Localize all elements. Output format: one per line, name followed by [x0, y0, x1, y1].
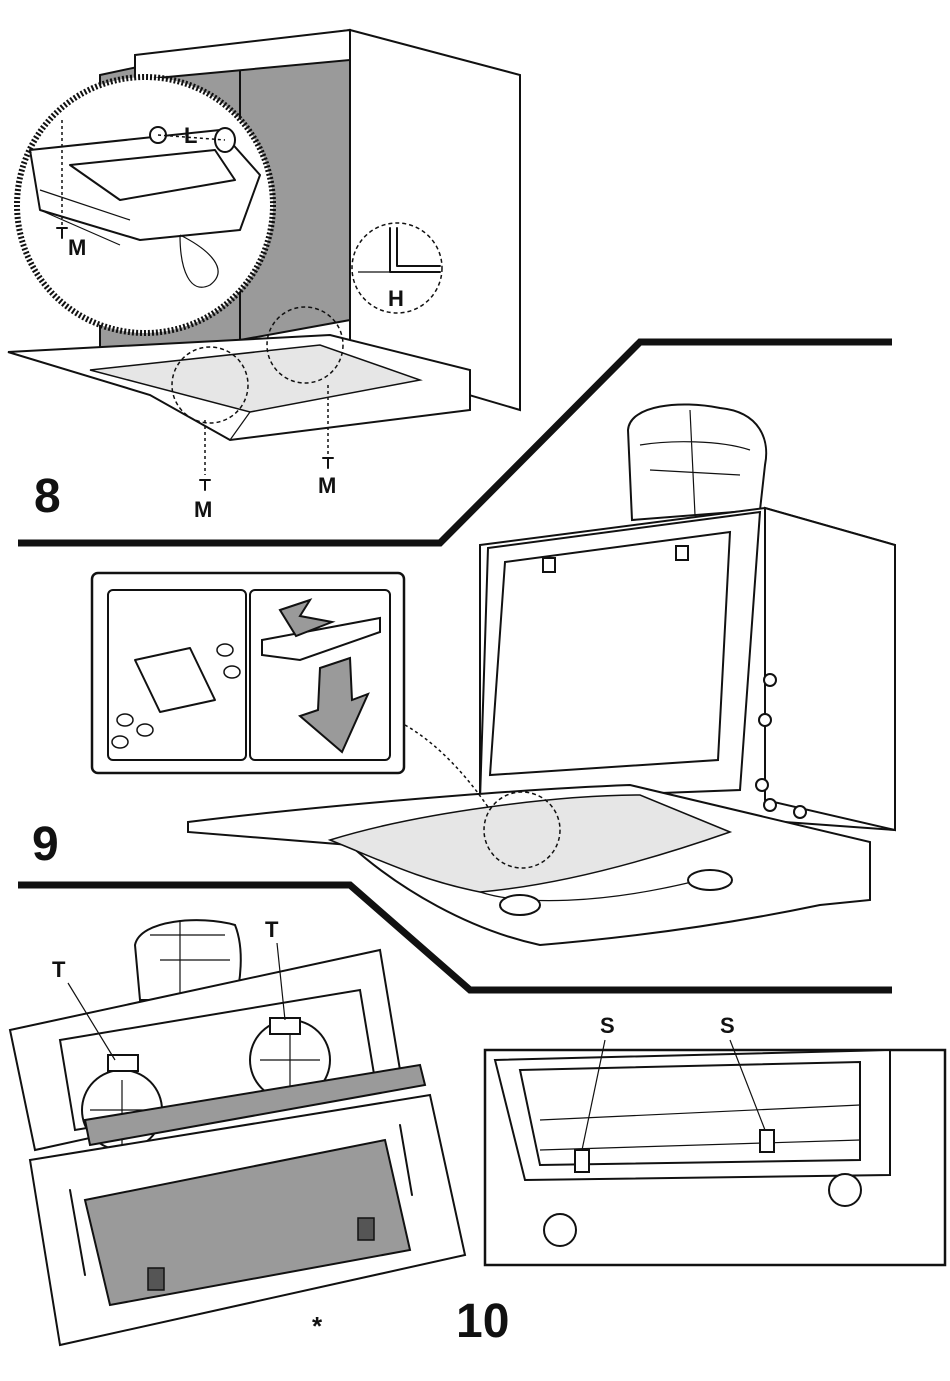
label-H: H [388, 286, 404, 311]
step-number-9: 9 [32, 818, 59, 871]
label-T-left: T [52, 957, 66, 982]
label-M-right: M [318, 473, 336, 498]
label-S-right: S [720, 1013, 735, 1038]
label-asterisk: * [312, 1311, 323, 1341]
step-number-8: 8 [34, 470, 61, 523]
label-L: L [184, 123, 197, 148]
label-T-right: T [265, 917, 279, 942]
screw-icon [323, 458, 333, 468]
label-S-left: S [600, 1013, 615, 1038]
label-M-left: M [194, 497, 212, 522]
step-8-illustration [8, 30, 520, 490]
screw-icon [200, 480, 210, 490]
step-number-10: 10 [456, 1295, 509, 1348]
step-10-illustration [10, 920, 945, 1345]
label-M-zoom: M [68, 235, 86, 260]
zoom-circle-large [17, 77, 273, 333]
